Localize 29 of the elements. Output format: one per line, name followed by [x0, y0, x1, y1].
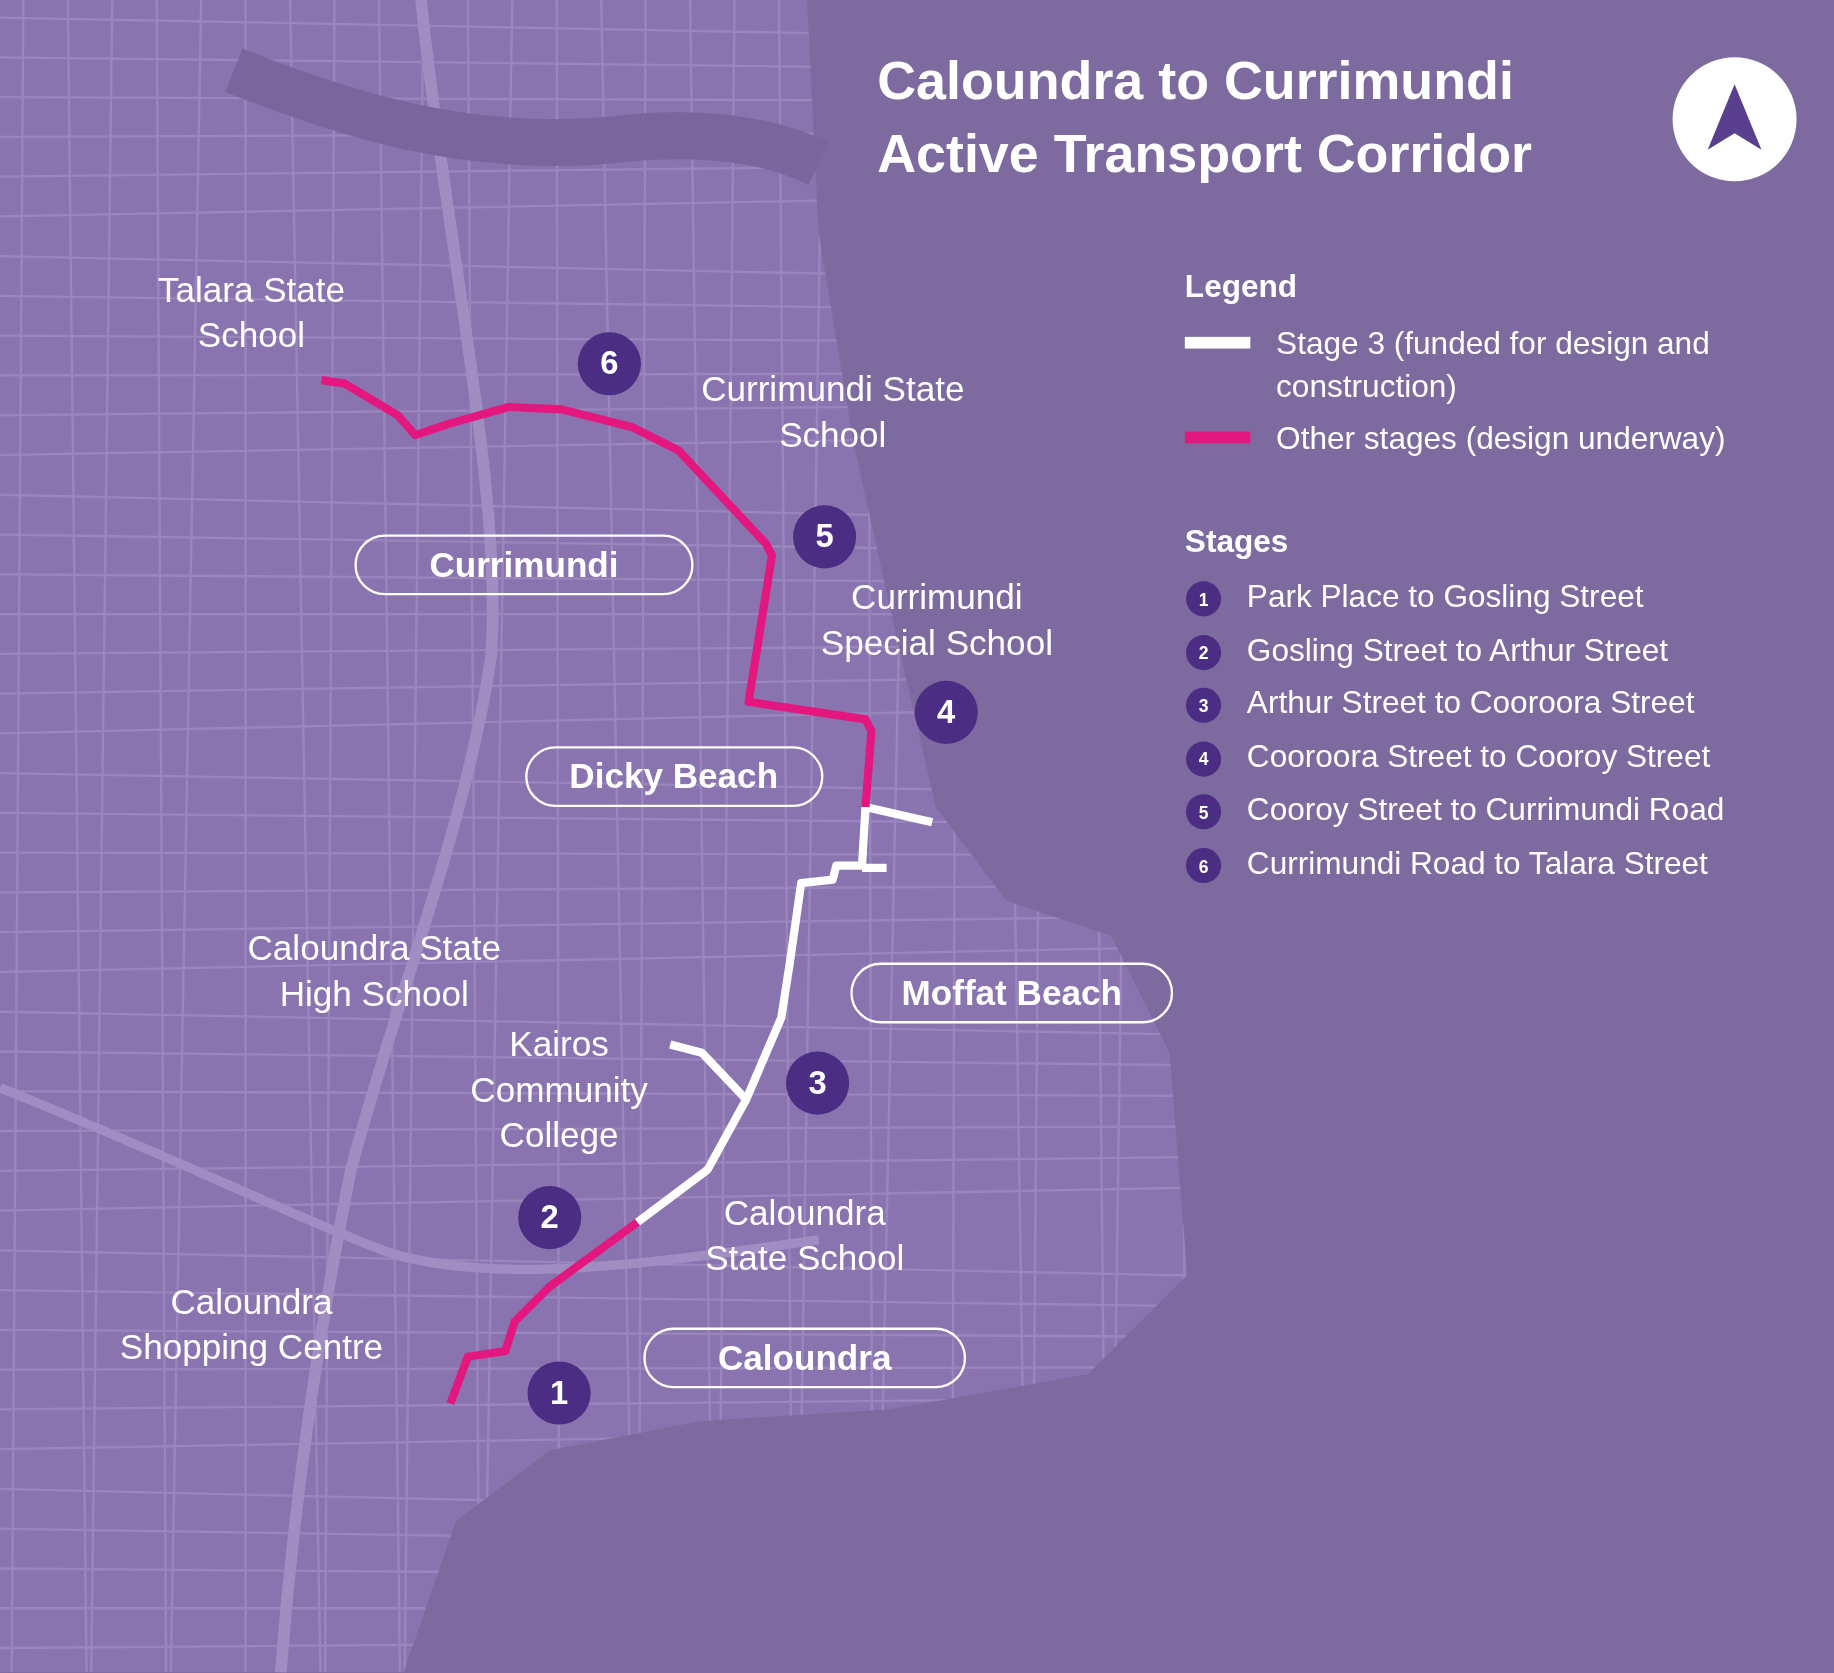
stage-number-badge: 2	[1186, 634, 1222, 670]
suburb-label-pill: Moffat Beach	[850, 962, 1174, 1024]
stage-description: Arthur Street to Cooroora Street	[1246, 685, 1695, 722]
place-label: Caloundra Shopping Centre	[118, 1280, 385, 1369]
place-label: Kairos Community College	[469, 1023, 649, 1157]
legend-text: Stage 3 (funded for design and construction)	[1276, 325, 1711, 406]
legend-heading: Stages	[1184, 524, 1289, 561]
stage-number-badge: 6	[1186, 848, 1222, 884]
stage-number-badge: 3	[1186, 687, 1222, 724]
place-label: Caloundra State School	[704, 1192, 906, 1280]
stage-description: Gosling Street to Arthur Street	[1246, 632, 1669, 669]
legend-heading: Legend	[1184, 269, 1298, 306]
suburb-label-pill: Currimundi	[354, 534, 694, 596]
stage-description: Park Place to Gosling Street	[1246, 578, 1644, 616]
suburb-label-pill: Dicky Beach	[524, 746, 823, 808]
place-label: Currimundi Special School	[819, 576, 1054, 664]
stage-description: Currimundi Road to Talara Street	[1246, 845, 1708, 882]
place-label: Caloundra State High School	[246, 927, 503, 1015]
stage-number-marker: 4	[914, 680, 978, 744]
stage-number-badge: 5	[1186, 794, 1222, 830]
place-label: Talara State School	[156, 269, 347, 357]
place-label: Currimundi State School	[700, 368, 966, 456]
legend-text: Other stages (design underway)	[1276, 420, 1727, 459]
suburb-label-pill: Caloundra	[643, 1327, 967, 1389]
stage-description: Cooroora Street to Cooroy Street	[1246, 738, 1711, 776]
stage-number-badge: 1	[1186, 581, 1222, 617]
stage-description: Cooroy Street to Currimundi Road	[1246, 792, 1725, 829]
map-title: Caloundra to Currimundi Active Transport Corridor	[877, 49, 1533, 186]
stage-number-badge: 4	[1186, 741, 1222, 777]
